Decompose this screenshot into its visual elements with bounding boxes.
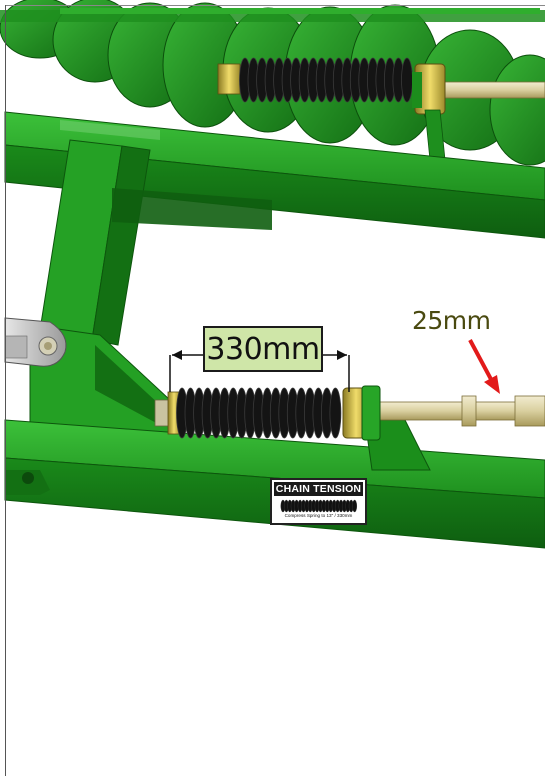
upper-spring-assembly — [217, 57, 545, 161]
decal-note: Compress Spring to 13" / 330mm — [284, 513, 353, 518]
gap-label: 25mm — [412, 306, 491, 335]
chain-tension-decal: CHAIN TENSION Compress Spring to 13" / 3… — [270, 478, 367, 525]
tension-rod-assembly — [154, 385, 545, 441]
upper-spring — [239, 57, 413, 103]
dimension-spring-length — [169, 350, 350, 392]
gap-arrow — [468, 339, 500, 394]
frame-border-top — [5, 5, 545, 6]
frame-border-left — [5, 5, 6, 776]
spring-icon — [280, 499, 357, 513]
hitch-bracket — [4, 317, 67, 367]
tension-spring — [176, 387, 342, 439]
frame-leg — [29, 139, 272, 441]
decal-title: CHAIN TENSION — [274, 482, 363, 496]
spring-length-label: 330mm — [203, 326, 323, 372]
